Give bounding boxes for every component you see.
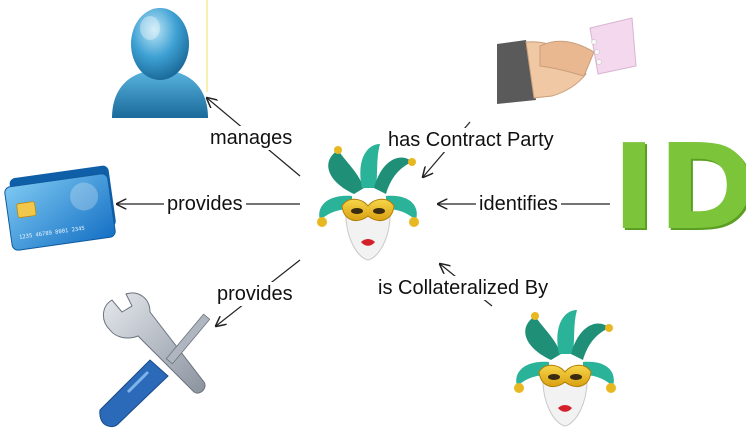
person-icon (112, 8, 208, 118)
credit-card-icon: 1235 46789 8001 2345 (4, 165, 116, 251)
handshake-icon (497, 17, 637, 104)
label-provides-tools: provides (214, 282, 296, 306)
center-jester-mask-icon (316, 143, 420, 261)
label-provides-card: provides (164, 192, 246, 216)
label-manages: manages (207, 126, 296, 150)
id-logo: ID (612, 118, 746, 256)
collateral-jester-mask-icon (513, 309, 617, 427)
label-identifies: identifies (476, 192, 561, 216)
label-has-contract-party: has Contract Party (385, 128, 557, 152)
label-is-collateralized-by: is Collateralized By (375, 276, 552, 300)
wrench-screwdriver-icon (99, 292, 211, 428)
